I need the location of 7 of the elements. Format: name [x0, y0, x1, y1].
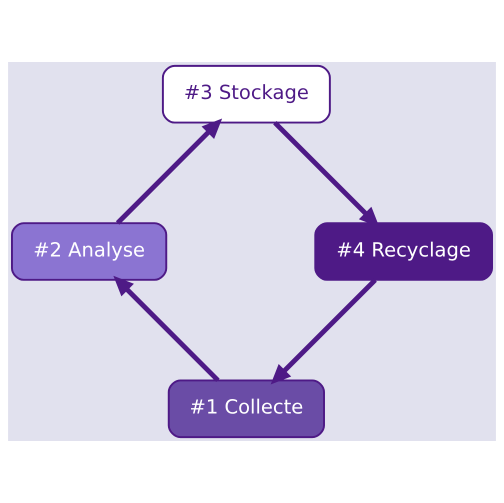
arrow	[113, 276, 220, 382]
node-box: #4 Recyclage	[314, 222, 494, 281]
arrow	[116, 118, 222, 225]
arrow	[270, 278, 377, 385]
node-box: #3 Stockage	[162, 64, 331, 124]
node-box: #1 Collecte	[168, 379, 325, 438]
node-box: #2 Analyse	[10, 222, 168, 281]
